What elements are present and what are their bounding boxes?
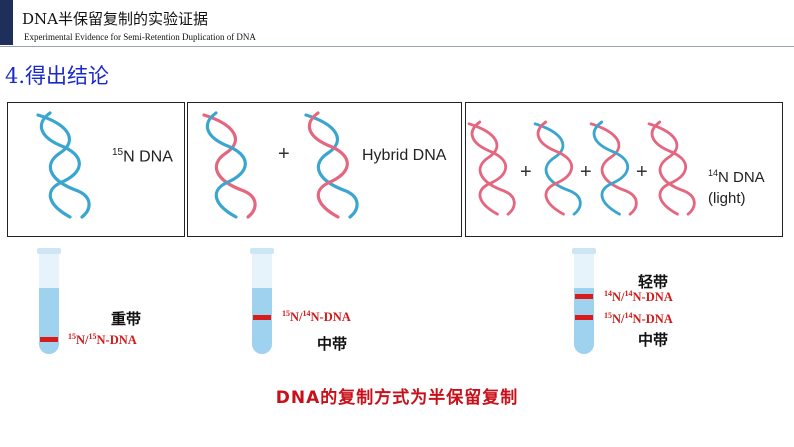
light-dna-label: 14N DNA (light) <box>708 168 765 207</box>
heavy-dna-helix <box>36 111 91 219</box>
light-band-label: 轻带 <box>638 273 669 291</box>
hybrid-dna-label: Hybrid DNA <box>362 147 447 164</box>
header-title: DNA半保留复制的实验证据 <box>22 10 208 28</box>
hybrid-band-dna-label: 15N/14N-DNA <box>282 309 351 325</box>
heavy-band-dna-label: 15N/15N-DNA <box>68 332 137 348</box>
heavy-band-label: 重带 <box>111 310 142 328</box>
heavy-dna-label: 15N DNA <box>112 147 173 166</box>
hybrid-dna-helix-1 <box>202 111 257 219</box>
header-accent-bar <box>0 0 13 45</box>
plus-sign-2: + <box>580 161 592 183</box>
light-dna-helix-4 <box>647 120 696 216</box>
conclusion-text: DNA的复制方式为半保留复制 <box>275 388 519 408</box>
panel-hybrid-dna: + Hybrid DNA <box>187 102 462 237</box>
test-tube-hybrid <box>250 248 274 354</box>
hybrid-dna-helix-2 <box>304 111 359 219</box>
section-title: 4.得出结论 <box>5 64 110 88</box>
mixed-hybrid-band-dna-label: 15N/14N-DNA <box>604 311 673 327</box>
light-dna-helix-2 <box>533 120 582 216</box>
header-subtitle: Experimental Evidence for Semi-Retention… <box>24 32 256 42</box>
test-tube-mixed <box>572 248 596 354</box>
header-divider <box>0 46 794 47</box>
light-band-dna-label: 14N/14N-DNA <box>604 289 673 305</box>
plus-sign-3: + <box>636 161 648 183</box>
hybrid-band-label: 中带 <box>317 335 348 353</box>
mixed-hybrid-band-label: 中带 <box>638 331 669 349</box>
panel-heavy-dna: 15N DNA <box>7 102 185 237</box>
light-dna-helix-1 <box>467 120 516 216</box>
test-tube-heavy <box>37 248 61 354</box>
light-dna-helix-3 <box>589 120 638 216</box>
plus-sign-1: + <box>520 161 532 183</box>
plus-sign: + <box>278 143 290 165</box>
panel-light-dna: + + + 14N DNA (light) <box>465 102 783 237</box>
